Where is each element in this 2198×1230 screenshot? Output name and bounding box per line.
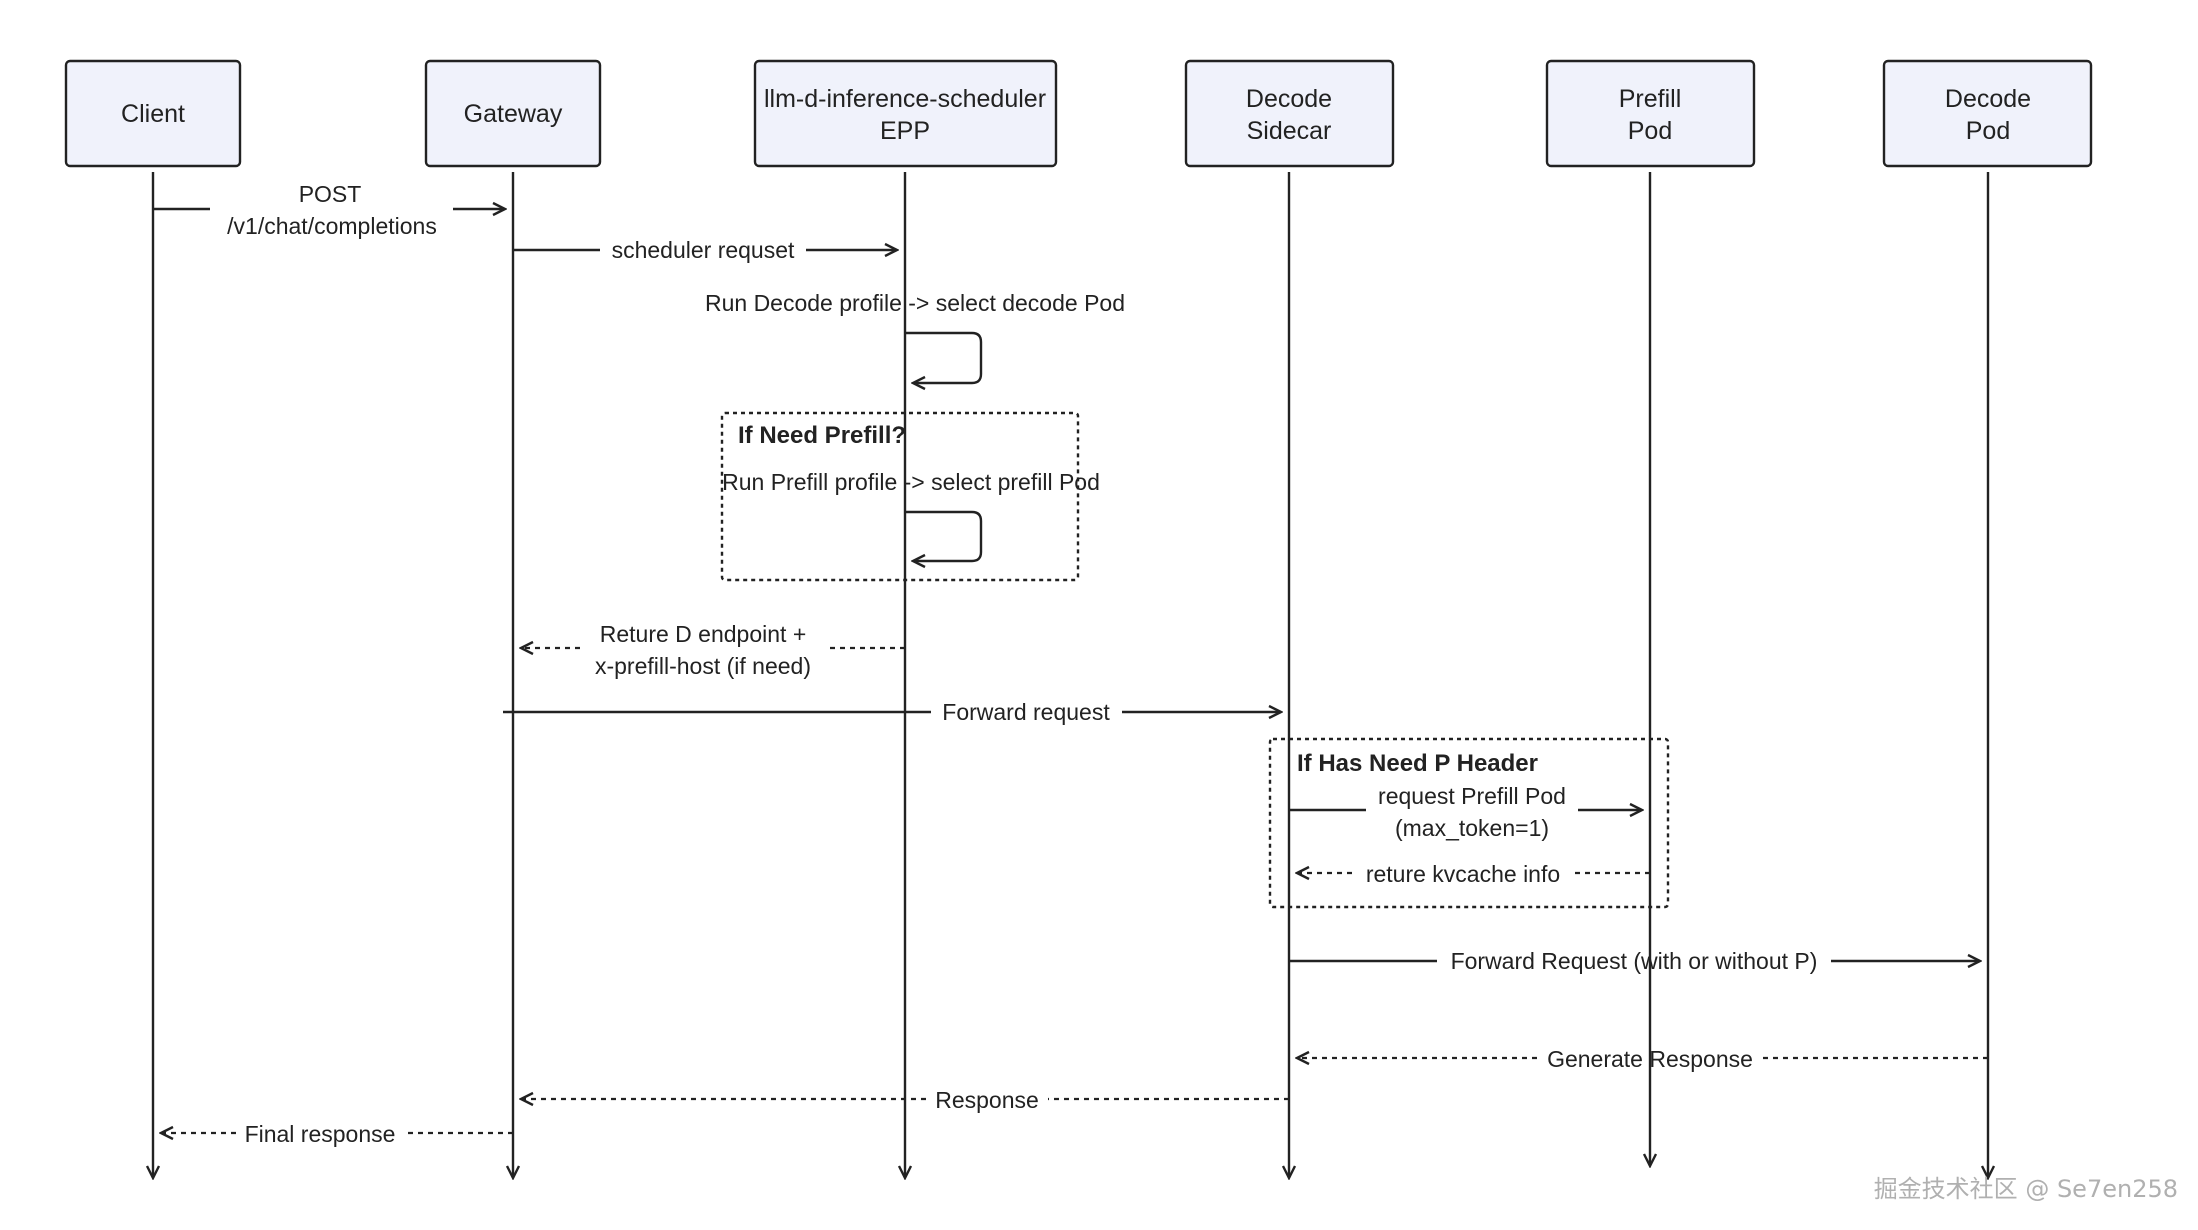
message-label: Forward Request (with or without P) — [1451, 948, 1818, 974]
message-forward-request: Forward request — [503, 699, 1281, 725]
message-label: /v1/chat/completions — [227, 213, 437, 239]
participant-label: Pod — [1966, 117, 2010, 145]
message-label: Forward request — [942, 699, 1110, 725]
message-final-response: Final response — [161, 1121, 513, 1147]
frame-title: If Need Prefill? — [738, 422, 906, 449]
message-label: Reture D endpoint + — [600, 621, 807, 647]
participant-label: Sidecar — [1247, 117, 1332, 145]
message-return-endpoint: Reture D endpoint + x-prefill-host (if n… — [521, 621, 905, 679]
participant-label: llm-d-inference-scheduler — [764, 85, 1046, 113]
participant-label: Pod — [1628, 117, 1672, 145]
message-label: x-prefill-host (if need) — [595, 653, 811, 679]
participant-label: Gateway — [464, 100, 563, 128]
participant-scheduler: llm-d-inference-scheduler EPP — [753, 59, 1058, 168]
participant-label: Decode — [1945, 85, 2031, 113]
message-scheduler-request: scheduler requset — [513, 237, 897, 263]
message-label: Generate Response — [1547, 1046, 1753, 1072]
participant-label: Prefill — [1619, 85, 1682, 113]
message-response: Response — [521, 1087, 1289, 1113]
message-label: POST — [299, 181, 362, 207]
message-label: (max_token=1) — [1395, 815, 1549, 841]
frame-title: If Has Need P Header — [1297, 750, 1538, 777]
message-generate-response: Generate Response — [1297, 1046, 1988, 1072]
participant-gateway: Gateway — [424, 59, 602, 168]
message-label: Run Prefill profile -> select prefill Po… — [722, 469, 1100, 495]
participant-label: Client — [121, 100, 185, 128]
message-label: scheduler requset — [612, 237, 795, 263]
message-label: Run Decode profile -> select decode Pod — [705, 290, 1125, 316]
message-forward-request-p: Forward Request (with or without P) — [1289, 948, 1980, 974]
participant-decode-sidecar: Decode Sidecar — [1184, 59, 1395, 168]
watermark: 掘金技术社区 @ Se7en258 — [1874, 1175, 2178, 1203]
participant-client: Client — [64, 59, 242, 168]
participant-decode-pod: Decode Pod — [1882, 59, 2093, 168]
message-label: Final response — [245, 1121, 396, 1147]
participant-prefill-pod: Prefill Pod — [1545, 59, 1756, 168]
frame-need-prefill: If Need Prefill? Run Prefill profile -> … — [720, 411, 1100, 582]
message-post: POST /v1/chat/completions — [153, 181, 505, 239]
message-label: Response — [935, 1087, 1039, 1113]
message-label: request Prefill Pod — [1378, 783, 1566, 809]
message-run-decode-profile: Run Decode profile -> select decode Pod — [705, 290, 1125, 383]
message-label: reture kvcache info — [1366, 861, 1560, 887]
participant-label: EPP — [880, 117, 930, 145]
participant-label: Decode — [1246, 85, 1332, 113]
frame-has-p-header: If Has Need P Header request Prefill Pod… — [1268, 737, 1670, 909]
